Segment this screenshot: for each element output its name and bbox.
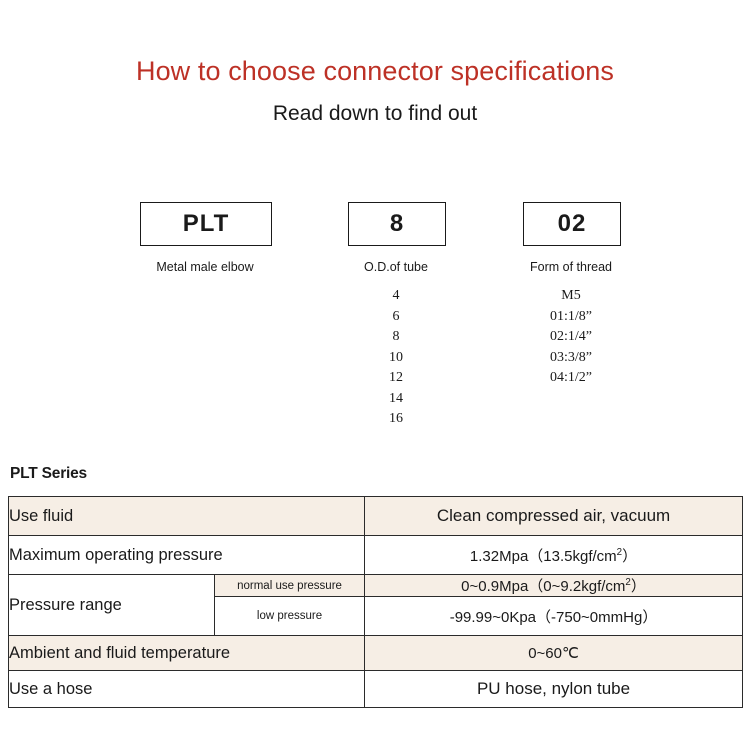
row-label-use-fluid: Use fluid — [7, 496, 366, 536]
row-value-max-pressure: 1.32Mpa（13.5kgf/cm2） — [364, 535, 744, 575]
value-text-suffix: ） — [622, 547, 638, 565]
table-row: Maximum operating pressure 1.32Mpa（13.5k… — [7, 535, 744, 575]
code-option: M5 — [561, 288, 581, 303]
value-text-suffix: ） — [630, 578, 646, 595]
code-options-tube: 4 6 8 10 12 14 16 — [348, 286, 444, 430]
code-box-thread: 02 — [523, 202, 621, 246]
code-box-series: PLT — [140, 202, 272, 246]
code-option: 04:1/2” — [550, 370, 592, 385]
row-label-pressure-range: Pressure range — [8, 574, 215, 636]
code-option: 14 — [389, 390, 403, 406]
code-option: 16 — [389, 411, 403, 426]
code-option: 03:3/8” — [550, 349, 592, 365]
code-column-thread: 02 Form of thread M5 01:1/8” 02:1/4” 03:… — [523, 202, 621, 389]
table-row: Use fluid Clean compressed air, vacuum — [7, 496, 744, 536]
page-title: How to choose connector specifications — [135, 56, 615, 86]
table-row: Ambient and fluid temperature 0~60℃ — [7, 635, 744, 671]
code-caption-thread: Form of thread — [530, 260, 612, 274]
row-value-use-fluid: Clean compressed air, vacuum — [364, 496, 744, 536]
sub-row-label-normal-use-pressure: normal use pressure — [213, 574, 366, 597]
code-caption-series: Metal male elbow — [156, 260, 254, 274]
code-options-thread: M5 01:1/8” 02:1/4” 03:3/8” 04:1/2” — [523, 286, 619, 389]
code-column-tube: 8 O.D.of tube 4 6 8 10 12 14 16 — [348, 202, 446, 430]
code-option: 10 — [389, 349, 403, 365]
code-breakdown: PLT Metal male elbow 8 O.D.of tube 4 6 8… — [0, 202, 750, 452]
code-option: 4 — [392, 288, 400, 303]
code-column-series: PLT Metal male elbow — [140, 202, 272, 286]
code-option: 01:1/8” — [550, 308, 592, 324]
row-value-use-a-hose: PU hose, nylon tube — [364, 670, 744, 708]
code-option: 6 — [392, 308, 400, 324]
code-option: 12 — [389, 370, 403, 385]
spec-table: Use fluid Clean compressed air, vacuum M… — [7, 496, 744, 708]
sub-row-value-low-pressure: -99.99~0Kpa（-750~0mmHg） — [364, 596, 744, 636]
table-row: Pressure range normal use pressure 0~0.9… — [8, 574, 744, 636]
value-text: 1.32Mpa（13.5kgf/cm — [469, 547, 617, 565]
value-superscript: 2 — [616, 546, 623, 558]
spec-table-heading: PLT Series — [10, 465, 87, 482]
value-superscript: 2 — [625, 577, 631, 588]
row-label-max-pressure: Maximum operating pressure — [7, 535, 366, 575]
code-box-tube: 8 — [348, 202, 446, 246]
row-value-ambient-temperature: 0~60℃ — [364, 635, 744, 671]
row-label-ambient-temperature: Ambient and fluid temperature — [7, 635, 366, 671]
code-option: 02:1/4” — [550, 329, 592, 344]
value-text: 0~0.9Mpa（0~9.2kgf/cm — [461, 578, 626, 595]
code-option: 8 — [392, 329, 400, 344]
sub-row-value-normal-use-pressure: 0~0.9Mpa（0~9.2kgf/cm2） — [364, 574, 744, 597]
table-row: Use a hose PU hose, nylon tube — [7, 670, 744, 708]
page-subtitle: Read down to find out — [272, 102, 478, 125]
sub-row-label-low-pressure: low pressure — [213, 596, 366, 636]
row-label-use-a-hose: Use a hose — [7, 670, 366, 708]
code-caption-tube: O.D.of tube — [364, 260, 428, 274]
